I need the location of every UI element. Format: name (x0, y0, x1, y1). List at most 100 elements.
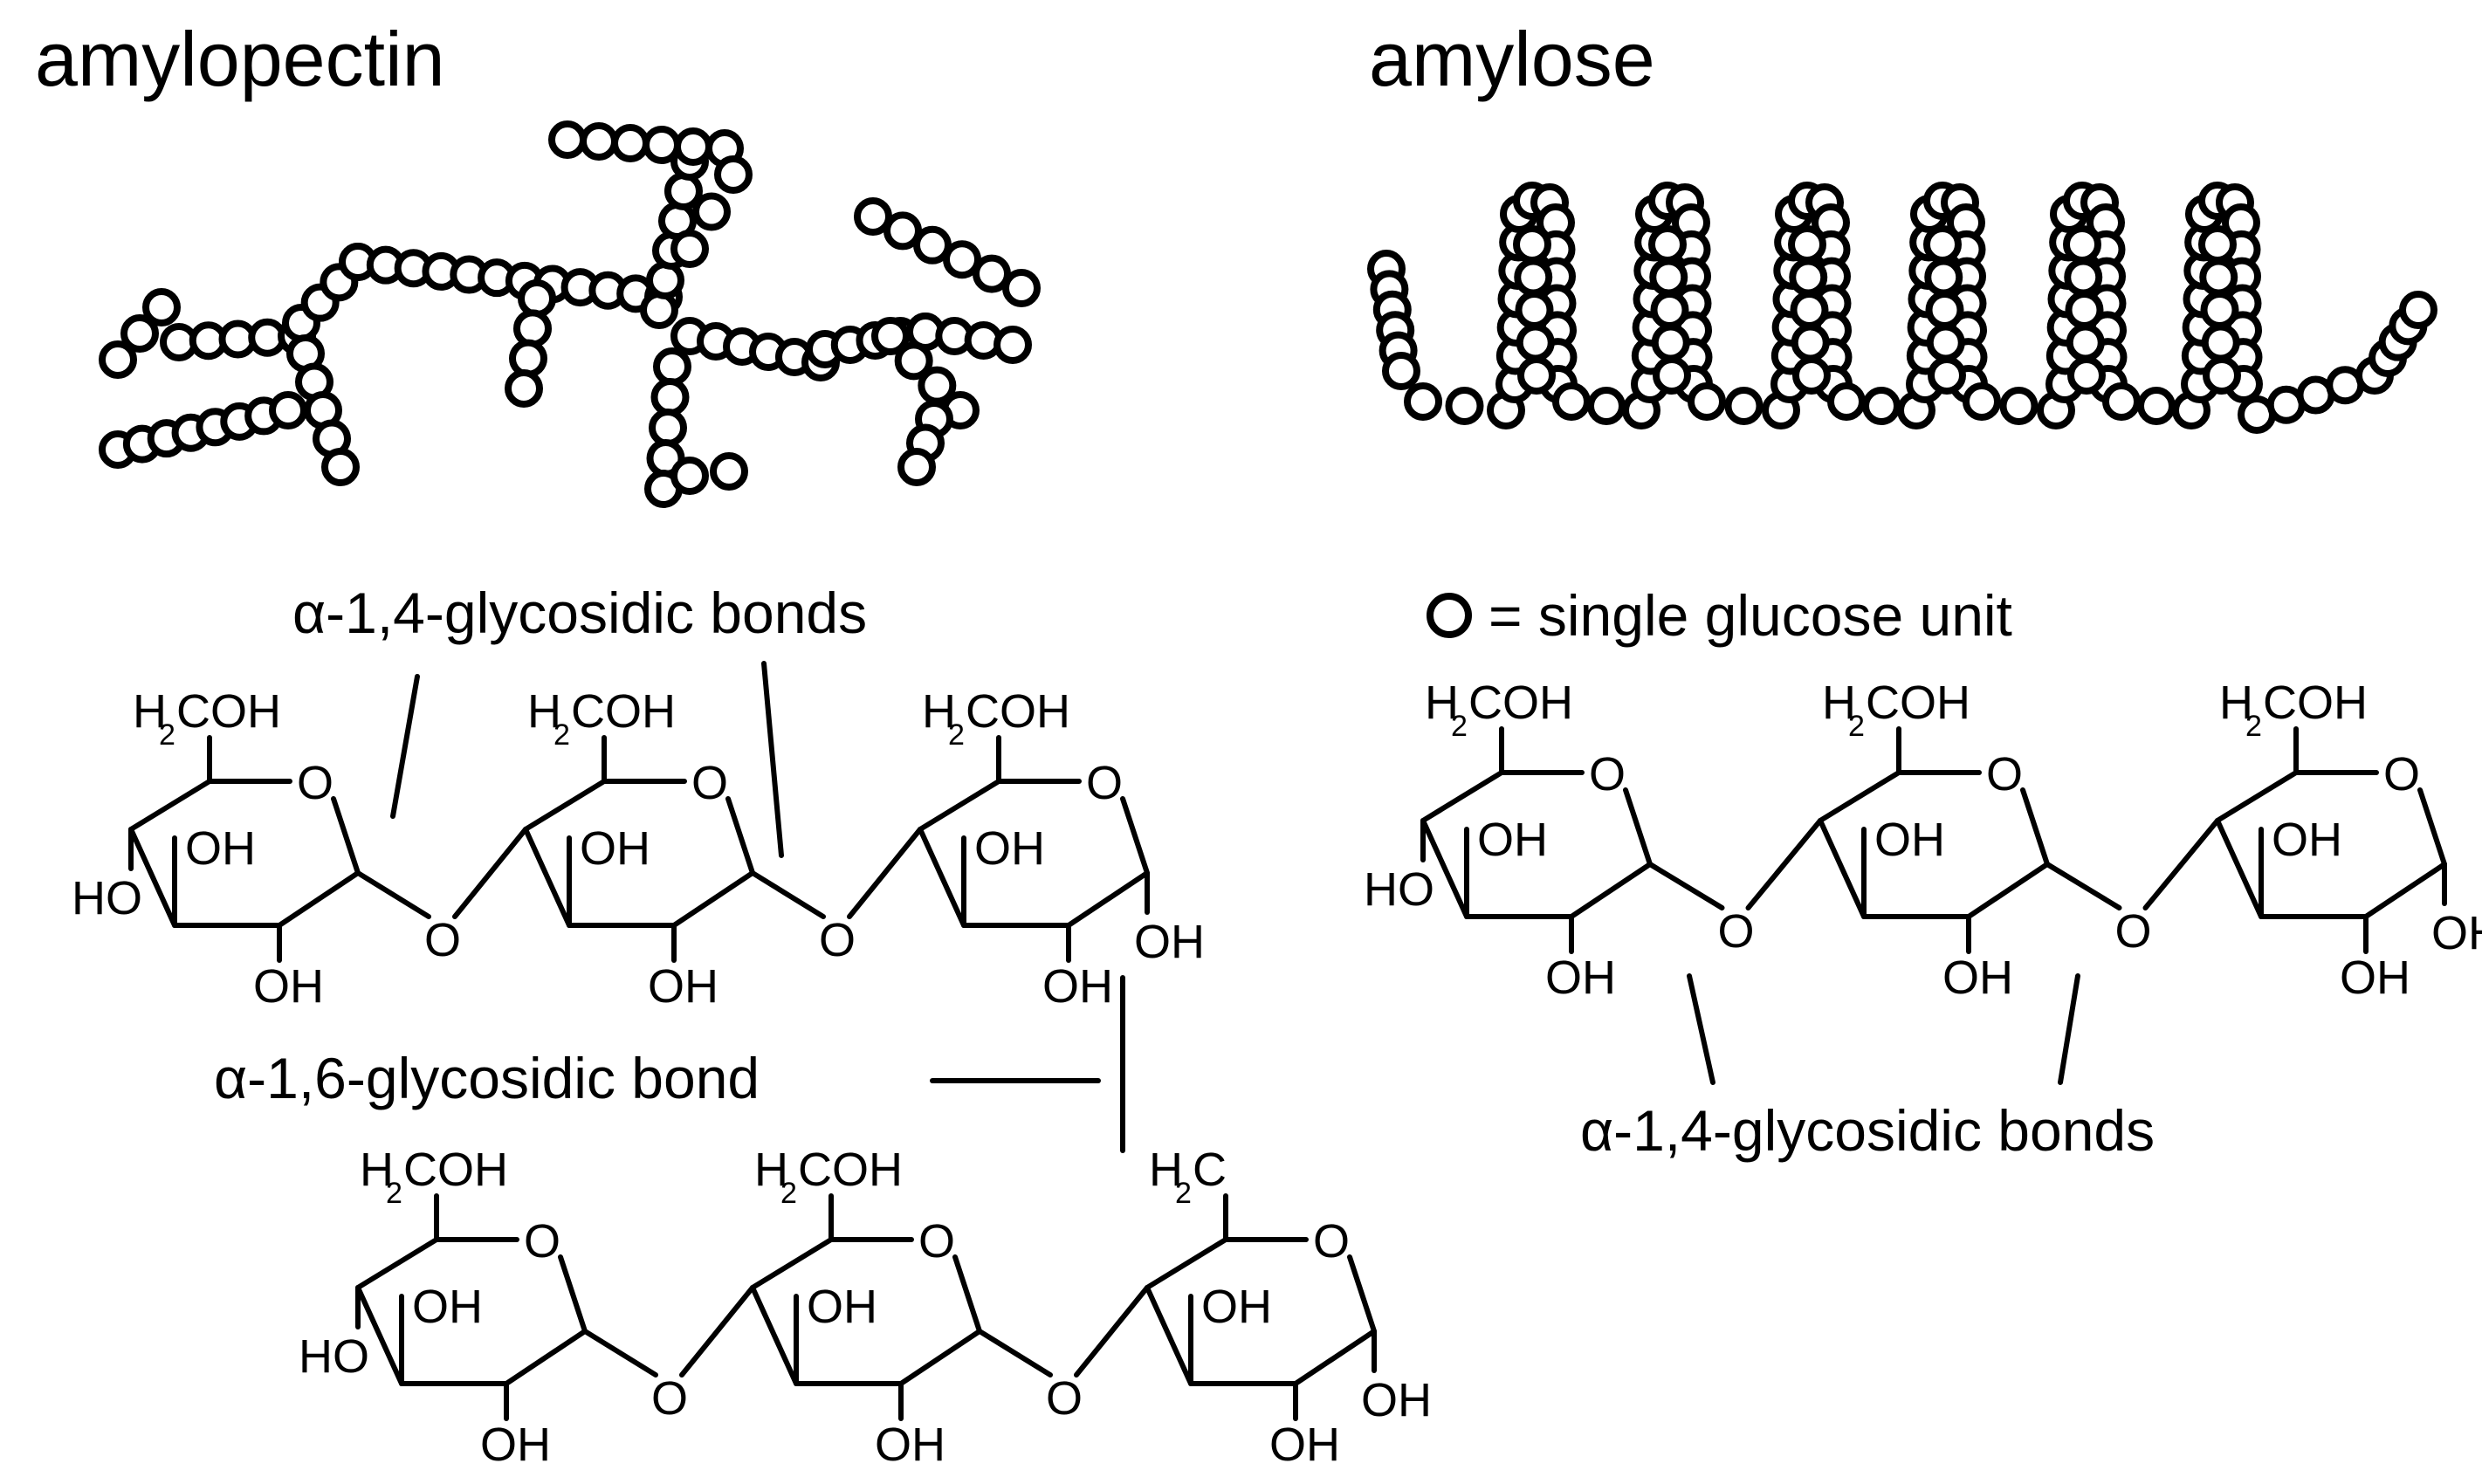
ring-oxygen: O (524, 1215, 560, 1268)
amylopectin-glucose-unit (640, 291, 678, 329)
ch2-subscript: 2 (1175, 1177, 1192, 1210)
ch2oh-hydrogen: H (527, 685, 561, 738)
amylose-glucose-unit (2064, 258, 2103, 297)
c1-hydroxyl: OH (1134, 916, 1205, 968)
amylose-glucose-unit (1999, 387, 2039, 425)
c4-hydroxyl: HO (299, 1330, 369, 1383)
amylose-glucose-unit (1827, 382, 1866, 421)
c3-hydroxyl: OH (185, 822, 256, 875)
c4-hydroxyl: HO (1364, 863, 1434, 916)
c3-hydroxyl: OH (580, 822, 650, 875)
amylopectin-glucose-unit (643, 126, 681, 164)
ch2oh-group: COH (798, 1144, 903, 1196)
ch2oh-subscript: 2 (553, 718, 570, 752)
amylose-glucose-unit (1515, 291, 1554, 329)
c3-hydroxyl: OH (974, 822, 1045, 875)
c3-hydroxyl: OH (1201, 1281, 1272, 1333)
amylose-glucose-unit (1651, 323, 1690, 362)
ch2oh-group: COH (1468, 677, 1573, 729)
amylopectin-glucose-unit (714, 155, 753, 194)
amylopectin-glucose-unit (505, 369, 543, 408)
amylopectin-glucose-unit (650, 378, 690, 416)
amylopectin-glucose-unit (321, 448, 360, 486)
c3-hydroxyl: OH (2272, 814, 2342, 866)
amylose-glucose-unit (1648, 225, 1687, 264)
amylopectin-glucose-unit (1002, 269, 1041, 307)
ch2oh-subscript: 2 (1451, 710, 1468, 743)
ch2oh-subscript: 2 (1848, 710, 1865, 743)
glycosidic-oxygen: O (819, 914, 856, 966)
ch2oh-group: COH (2263, 677, 2368, 729)
glycosidic-oxygen: O (1046, 1372, 1083, 1425)
amylopectin-glucose-unit (664, 172, 703, 210)
ch2oh-hydrogen: H (922, 685, 956, 738)
amylose-bead-model (1367, 182, 2437, 434)
amylopectin-glucose-unit (518, 279, 556, 318)
ring-oxygen: O (1986, 748, 2023, 800)
amylose-glucose-unit (1382, 352, 1420, 390)
amylopectin-glucose-unit (894, 341, 933, 381)
amylopectin-glucose-unit (692, 192, 731, 231)
pointer-line-amylose-left (1687, 973, 1715, 1085)
amylopectin-title: amylopectin (35, 16, 445, 102)
amylose-glucose-unit (1790, 291, 1829, 329)
c3-hydroxyl: OH (807, 1281, 877, 1333)
amylose-glucose-unit (1791, 323, 1830, 362)
c2-hydroxyl: OH (1545, 952, 1616, 1004)
c2-hydroxyl: OH (480, 1419, 551, 1471)
amylose-glucose-unit (1792, 356, 1831, 395)
ring-oxygen: O (2383, 748, 2420, 800)
amylose-glucose-unit (2063, 225, 2101, 264)
ring-oxygen: O (1086, 757, 1123, 809)
ch2-hydrogen: H (1149, 1144, 1183, 1196)
c2-hydroxyl: OH (1942, 952, 2013, 1004)
glycosidic-oxygen: O (424, 914, 461, 966)
c2-hydroxyl: OH (2340, 952, 2410, 1004)
amylose-glucose-unit (1649, 258, 1688, 297)
alpha-1-4-bonds-label-amylose: α-1,4-glycosidic bonds (1580, 1098, 2155, 1163)
amylose-glucose-unit (1928, 356, 1966, 395)
ch2oh-hydrogen: H (2219, 677, 2253, 729)
amylose-glucose-unit (2065, 291, 2104, 329)
amylopectin-glucose-unit (509, 339, 547, 378)
amylopectin-glucose-unit (993, 326, 1032, 364)
ch2oh-subscript: 2 (780, 1177, 797, 1210)
amylose-glucose-unit (1926, 323, 1965, 362)
ch2oh-group: COH (1866, 677, 1970, 729)
pointer-lines (390, 661, 2080, 1153)
c2-hydroxyl: OH (1042, 960, 1113, 1013)
glycosidic-oxygen: O (1718, 905, 1755, 958)
amylopectin-glucose-unit (548, 120, 587, 159)
amylose-glucose-unit (2203, 356, 2241, 395)
amylose-glucose-unit (2102, 382, 2141, 421)
amylopectin-glucose-unit (269, 391, 307, 429)
c3-hydroxyl: OH (1874, 814, 1945, 866)
amylopectin-bead-model (99, 120, 1041, 508)
ring-oxygen: O (918, 1215, 955, 1268)
amylopectin-glucose-unit (897, 448, 936, 486)
ch2oh-group: COH (403, 1144, 508, 1196)
amylose-glucose-unit (1516, 323, 1555, 362)
amylopectin-glucose-unit (142, 288, 181, 326)
pointer-line-a14-middle (761, 661, 784, 858)
ch2oh-subscript: 2 (159, 718, 175, 752)
amylose-glucose-unit (1513, 225, 1551, 264)
amylopectin-glucose-unit (580, 122, 618, 161)
amylose-glucose-unit (1552, 382, 1591, 421)
ch2oh-hydrogen: H (1425, 677, 1459, 729)
amylose-glucose-unit (1587, 387, 1626, 425)
c3-hydroxyl: OH (1477, 814, 1548, 866)
pointer-line-amylose-right (2058, 973, 2080, 1085)
amylose-glucose-unit (1688, 382, 1726, 421)
amylopectin-glucose-unit (913, 225, 952, 265)
amylopectin-glucose-unit (670, 230, 709, 268)
amylose-glucose-unit (2201, 323, 2240, 362)
c1-hydroxyl: OH (1361, 1374, 1432, 1426)
ch2oh-hydrogen: H (754, 1144, 788, 1196)
c1-hydroxyl: OH (2431, 907, 2482, 959)
amylose-glucose-unit (1445, 387, 1484, 425)
ch2oh-group: COH (176, 685, 281, 738)
amylose-glucose-unit (1925, 291, 1964, 329)
